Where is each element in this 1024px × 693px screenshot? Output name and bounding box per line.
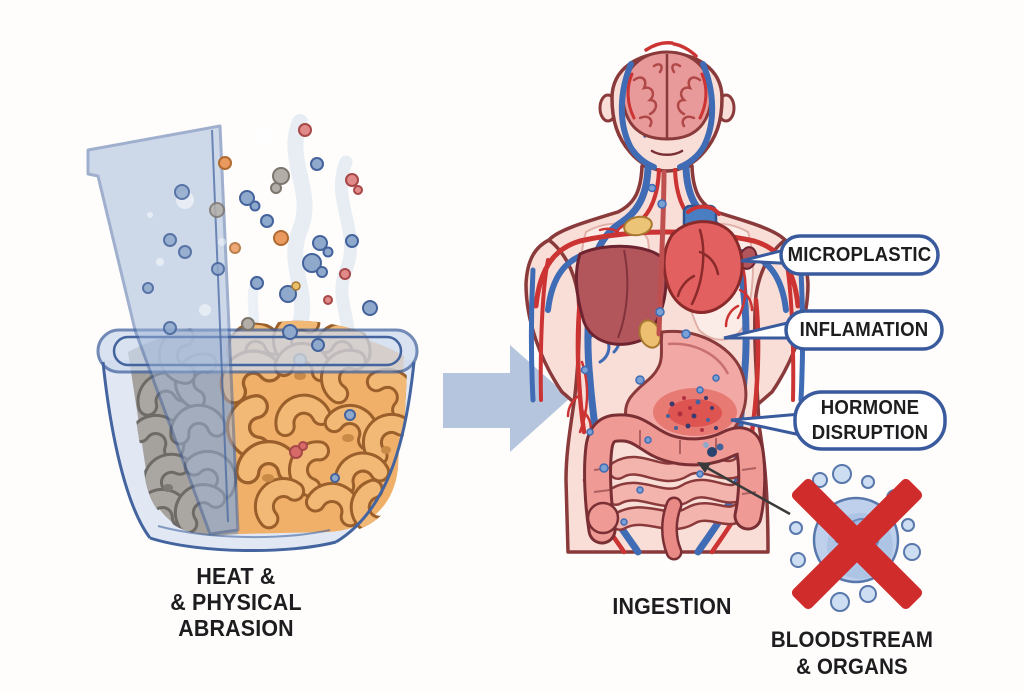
label-hormone-disruption: HORMONE DISRUPTION — [800, 396, 940, 446]
red-cross-icon — [791, 478, 923, 610]
label-microplastic: MICROPLASTIC — [787, 244, 932, 266]
organs — [575, 169, 767, 561]
label-hormone-line1: HORMONE — [820, 397, 920, 419]
flow-arrow-icon — [443, 345, 570, 452]
inflammation-site — [653, 388, 737, 436]
human-body — [524, 41, 810, 561]
container-lid — [86, 124, 240, 536]
caption-heat-abrasion: HEAT & & PHYSICAL ABRASION — [143, 563, 329, 641]
label-hormone-line2: DISRUPTION — [811, 422, 929, 444]
caption-bloodstream-line2: & ORGANS — [796, 654, 908, 679]
pointer-line — [697, 462, 791, 516]
bloodstream-cell-icon — [789, 464, 923, 612]
caption-heat-line2: & PHYSICAL — [170, 589, 302, 615]
callout-hormone-disruption — [730, 390, 947, 451]
caption-ingestion: INGESTION — [612, 593, 732, 619]
callout-microplastic — [740, 234, 940, 276]
label-inflammation: INFLAMATION — [799, 319, 929, 341]
steam-icon — [247, 114, 357, 359]
caption-heat-line3: ABRASION — [178, 615, 294, 641]
caption-bloodstream-line1: BLOODSTREAM — [770, 627, 934, 652]
body-microplastic-dots — [580, 183, 720, 526]
caption-bloodstream-organs: BLOODSTREAM & ORGANS — [759, 626, 945, 680]
thymus — [623, 215, 653, 237]
callout-inflammation — [723, 309, 944, 351]
microplastic-particles — [142, 123, 378, 352]
small-intestine — [606, 454, 750, 531]
brain — [621, 50, 713, 141]
caption-heat-line1: HEAT & — [196, 563, 276, 589]
large-intestine — [583, 413, 767, 561]
colon-particle-cluster — [703, 442, 724, 457]
